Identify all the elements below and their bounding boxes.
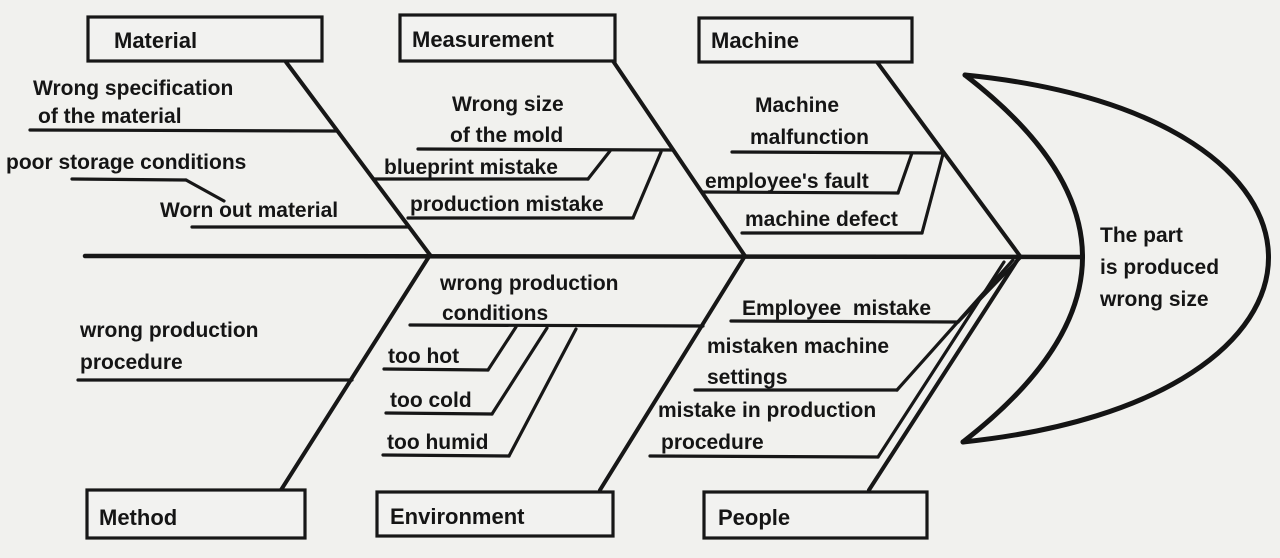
machine-box-label: Machine [711,28,799,53]
people-box-label: People [718,505,790,530]
cause-employees-fault: employee's fault [705,170,869,193]
measurement-bone [609,56,747,258]
people-box [702,490,929,540]
cause-wrong-specification-line2: of the material [38,105,182,128]
people-procedure-line [648,454,880,459]
material-box-label: Material [114,28,197,53]
measurement-production-connector [631,150,663,220]
cause-wrong-size-line2: of the mold [450,124,563,147]
people-employee-mistake-line [729,319,960,324]
cause-poor-storage: poor storage conditions [6,151,246,174]
people-settings-connector [895,258,1015,392]
cause-machine-defect: machine defect [745,208,898,231]
environment-box [375,490,615,538]
method-box [85,488,307,540]
material-bone [284,60,432,257]
cause-mistaken-settings-line2: settings [707,366,788,389]
environment-box-label: Environment [390,504,525,529]
environment-too-humid-line [381,453,511,458]
machine-bone [875,60,1022,258]
people-procedure-connector [876,260,1006,459]
effect-label-line3: wrong size [1099,288,1209,311]
measurement-box-label: Measurement [412,27,555,52]
method-box-label: Method [99,505,177,530]
environment-too-hot-connector [486,325,518,372]
cause-production-mistake: production mistake [410,193,604,216]
machine-box [697,16,914,64]
measurement-box [398,13,617,63]
environment-too-cold-connector [490,326,549,416]
cause-wrong-procedure-line1: wrong production [79,319,258,342]
machine-employee-fault-line [701,190,900,195]
cause-too-humid: too humid [387,431,488,454]
cause-mistaken-settings-line1: mistaken machine [707,335,889,358]
cause-worn-out-material: Worn out material [160,199,338,222]
environment-too-humid-connector [507,327,578,458]
environment-too-hot-line [382,367,490,372]
effect-label-line1: The part [1100,224,1183,247]
environment-too-cold-line [384,411,494,416]
cause-wrong-size-line1: Wrong size [452,93,564,116]
material-box [86,15,324,63]
cause-too-cold: too cold [390,389,472,412]
cause-wrong-conditions-line1: wrong production [439,272,618,295]
material-poor-storage-line [70,177,188,182]
effect-label-line2: is produced [1100,256,1219,279]
material-poor-storage-connector [184,178,226,203]
material-wrong-spec-line [28,128,338,133]
fish-head-outer-arc [960,72,1271,445]
environment-bone [598,254,747,492]
cause-machine-malfunction-line2: malfunction [750,126,869,149]
machine-defect-connector [920,152,945,235]
cause-blueprint-mistake: blueprint mistake [384,156,558,179]
measurement-blueprint-connector [586,149,612,181]
measurement-mold-line [416,147,675,152]
cause-mistake-procedure-line2: procedure [661,431,764,454]
machine-employee-fault-connector [896,151,914,195]
machine-malfunction-line [730,150,946,155]
spine-line [82,253,1083,260]
cause-machine-malfunction-line1: Machine [755,94,839,117]
environment-conditions-line [408,323,705,328]
cause-wrong-conditions-line2: conditions [442,302,548,325]
cause-wrong-specification-line1: Wrong specification [33,77,233,100]
cause-wrong-procedure-line2: procedure [80,351,183,374]
cause-too-hot: too hot [388,345,459,368]
cause-mistake-procedure-line1: mistake in production [658,399,876,422]
fish-head-inner-arc [960,72,1085,445]
people-bone [867,254,1022,492]
cause-employee-mistake: Employee mistake [742,297,931,320]
method-bone [279,253,432,492]
